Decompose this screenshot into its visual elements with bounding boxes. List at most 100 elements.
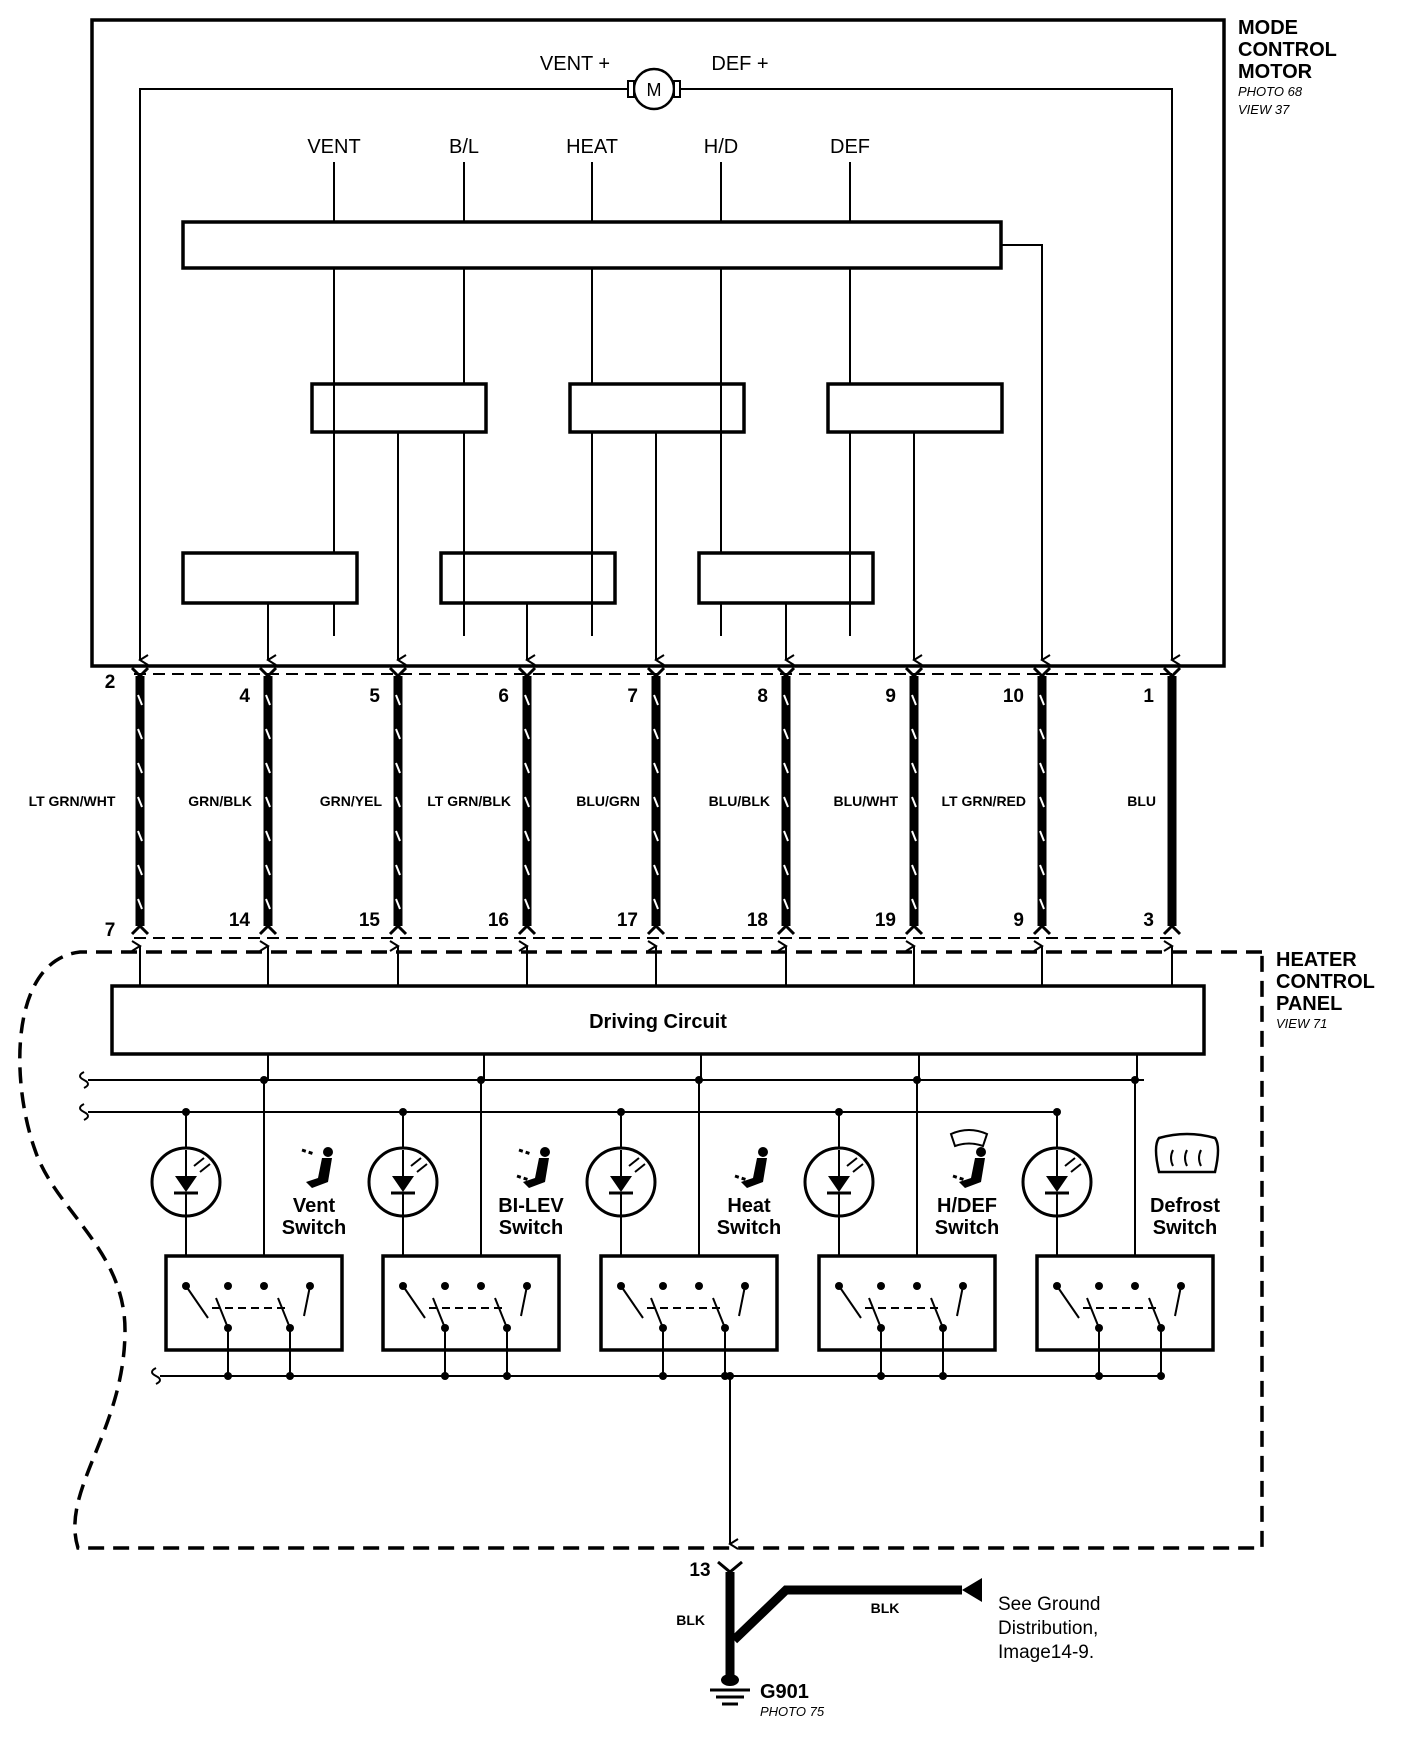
wire-stripe bbox=[137, 796, 143, 808]
contact-blade bbox=[520, 1285, 528, 1317]
wire-stripe bbox=[653, 796, 659, 808]
wire-color-label: GRN/BLK bbox=[188, 793, 252, 809]
lamp-junction bbox=[182, 1108, 190, 1116]
wire-stripe bbox=[265, 796, 271, 808]
motor-title: MODE CONTROL MOTOR bbox=[1238, 17, 1342, 83]
switch-contact-box bbox=[381, 1254, 561, 1352]
switch-contact-box bbox=[599, 1254, 779, 1352]
contact-blade bbox=[1174, 1285, 1182, 1317]
contact-blade bbox=[868, 1297, 882, 1329]
wire-bottom-connector bbox=[1162, 923, 1182, 936]
contact-dot bbox=[1095, 1282, 1103, 1290]
switch-word: Switch bbox=[499, 1217, 563, 1239]
wire-stripe bbox=[911, 728, 917, 740]
ground-wire-color: BLK bbox=[676, 1612, 705, 1628]
ground-junction bbox=[877, 1372, 885, 1380]
ground-junction bbox=[503, 1372, 511, 1380]
wire-stripe bbox=[265, 728, 271, 740]
wire-stripe bbox=[1039, 762, 1045, 774]
contact-strip-1 bbox=[310, 382, 488, 434]
contact-dot bbox=[659, 1282, 667, 1290]
wire-top-pin: 8 bbox=[757, 686, 768, 707]
contact-blade bbox=[402, 1285, 426, 1319]
contact-blade bbox=[1148, 1297, 1162, 1329]
wire-stripe bbox=[1039, 796, 1045, 808]
wire-stripe bbox=[524, 694, 530, 706]
wire-stripe bbox=[1039, 728, 1045, 740]
wire-stripe bbox=[783, 762, 789, 774]
motor-icon: M bbox=[627, 67, 681, 111]
ground-symbol-icon bbox=[710, 1674, 750, 1706]
wire-stripe bbox=[653, 898, 659, 910]
pin-bottom-first: 7 bbox=[105, 920, 116, 941]
pos-label-def: DEF bbox=[830, 136, 870, 158]
wire-bottom-connector bbox=[904, 923, 924, 936]
wire-1: LT GRN/WHT bbox=[29, 666, 150, 936]
wire-stripe bbox=[137, 864, 143, 876]
wire-bottom-connector bbox=[646, 923, 666, 936]
wire-bottom-connector bbox=[1032, 923, 1052, 936]
switch-name: Heat bbox=[727, 1195, 771, 1217]
wire-top-pin: 7 bbox=[627, 686, 638, 707]
wire-stripe bbox=[137, 898, 143, 910]
wire-stripe bbox=[783, 796, 789, 808]
wire-stripe bbox=[783, 830, 789, 842]
wire-stripe bbox=[265, 830, 271, 842]
wire-stripe bbox=[395, 830, 401, 842]
wire-bottom-connector bbox=[388, 923, 408, 936]
wire-top-pin: 1 bbox=[1143, 686, 1154, 707]
contact-dot bbox=[260, 1282, 268, 1290]
indicator-lamp-icon bbox=[150, 1146, 222, 1218]
wire-stripe bbox=[911, 830, 917, 842]
indicator-lamp-icon bbox=[367, 1146, 439, 1218]
ground-section: 13 BLK BLK G901 PHOTO 75 See Ground Dist… bbox=[676, 1560, 1100, 1719]
wire-color-label: BLU/GRN bbox=[576, 793, 640, 809]
lamp-junction bbox=[617, 1108, 625, 1116]
wire-stripe bbox=[1039, 898, 1045, 910]
def-plus-label: DEF + bbox=[711, 53, 768, 75]
contact-strip-6 bbox=[697, 551, 875, 605]
contact-blade bbox=[838, 1285, 862, 1319]
wire-top-pin: 6 bbox=[498, 686, 509, 707]
wire-bottom-pin: 19 bbox=[875, 910, 896, 931]
contact-blade bbox=[620, 1285, 644, 1319]
ground-junction bbox=[1095, 1372, 1103, 1380]
vent-plus-wire bbox=[138, 88, 628, 666]
contact-dot bbox=[441, 1282, 449, 1290]
wire-stripe bbox=[524, 898, 530, 910]
heat-defrost-mode-icon bbox=[949, 1129, 989, 1188]
contact-blade bbox=[650, 1297, 664, 1329]
switch-word: Switch bbox=[1153, 1217, 1217, 1239]
contact-blade bbox=[277, 1297, 291, 1329]
lamp-junction bbox=[1053, 1108, 1061, 1116]
wire-stripe bbox=[783, 694, 789, 706]
bus-break-1 bbox=[79, 1071, 89, 1089]
contact-strip-5 bbox=[439, 551, 617, 605]
wire-stripe bbox=[265, 694, 271, 706]
wire-stripe bbox=[911, 694, 917, 706]
wire-stripe bbox=[137, 762, 143, 774]
wire-stripe bbox=[524, 728, 530, 740]
switch-contact-box bbox=[164, 1254, 344, 1352]
contact-strip-long bbox=[181, 220, 1003, 270]
lamp-junction bbox=[399, 1108, 407, 1116]
wire-stripe bbox=[265, 898, 271, 910]
driving-circuit-outputs bbox=[131, 940, 1174, 986]
vent-plus-label: VENT + bbox=[540, 53, 610, 75]
wire-bottom-pin: 16 bbox=[488, 910, 509, 931]
contact-dot bbox=[1131, 1282, 1139, 1290]
wire-stripe bbox=[911, 898, 917, 910]
wire-stripe bbox=[395, 728, 401, 740]
switch-name: BI-LEV bbox=[498, 1195, 564, 1217]
contact-blade bbox=[185, 1285, 209, 1319]
wire-top-pin: 4 bbox=[239, 686, 250, 707]
switch-name: Vent bbox=[293, 1195, 336, 1217]
contact-dot bbox=[224, 1282, 232, 1290]
lamp-junction bbox=[835, 1108, 843, 1116]
vent-mode-icon bbox=[301, 1147, 333, 1188]
